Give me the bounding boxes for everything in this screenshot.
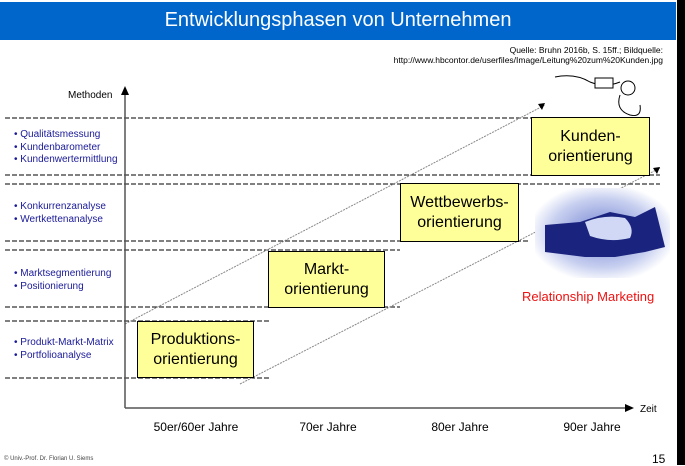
trend-arrowhead [653,167,660,174]
methods-group-market: Marktsegmentierung Positionierung [14,268,111,293]
method-item: Portfolioanalyse [14,350,114,363]
phase-text: Markt- [303,260,350,278]
period-label: 50er/60er Jahre [153,420,239,434]
y-axis-arrow [121,86,129,95]
x-axis-arrow [625,404,634,412]
x-axis-label: Zeit [640,404,657,415]
method-item: Wertkettenanalyse [14,214,106,227]
cartoon-person [554,75,641,116]
slide-title: Entwicklungsphasen von Unternehmen [0,2,676,40]
phase-text: Produktions- [150,330,241,348]
methods-group-competition: Konkurrenzanalyse Wertkettenanalyse [14,201,106,226]
method-item: Marktsegmentierung [14,268,111,281]
window-border [677,0,685,465]
method-item: Positionierung [14,281,111,294]
period-label: 90er Jahre [563,420,621,434]
method-item: Produkt-Markt-Matrix [14,337,113,350]
method-item: Konkurrenzanalyse [14,201,106,214]
methods-group-customer: Qualitätsmessung Kundenbarometer Kundenw… [14,129,118,167]
period-label: 70er Jahre [299,420,357,434]
page-number: 15 [652,452,666,466]
y-axis-label: Methoden [68,90,113,101]
phase-box-customer: Kunden-orientierung [531,117,650,176]
phase-box-production: Produktions-orientierung [137,321,254,378]
phase-box-competition: Wettbewerbs-orientierung [400,183,519,242]
method-item: Qualitätsmessung [14,129,118,142]
method-item: Kundenwertermittlung [14,154,117,167]
trend-arrowhead [538,103,545,110]
phase-text: orientierung [548,147,633,165]
phase-text: orientierung [284,280,369,298]
phase-text: Wettbewerbs- [410,193,509,211]
phase-text: orientierung [153,350,238,368]
handshake-image [535,188,670,278]
phase-box-market: Markt-orientierung [268,251,385,308]
source-line-1: Quelle: Bruhn 2016b, S. 15ff.; Bildquell… [509,45,663,55]
source-line-2: http://www.hbcontor.de/userfiles/Image/L… [393,55,663,65]
footer-copyright: © Univ.-Prof. Dr. Florian U. Siems [4,456,94,462]
phase-text: orientierung [417,213,502,231]
image-caption: Relationship Marketing [522,289,655,304]
methods-group-production: Produkt-Markt-Matrix Portfolioanalyse [14,337,114,363]
period-label: 80er Jahre [431,420,489,434]
method-item: Kundenbarometer [14,142,118,155]
phase-text: Kunden- [560,127,621,145]
